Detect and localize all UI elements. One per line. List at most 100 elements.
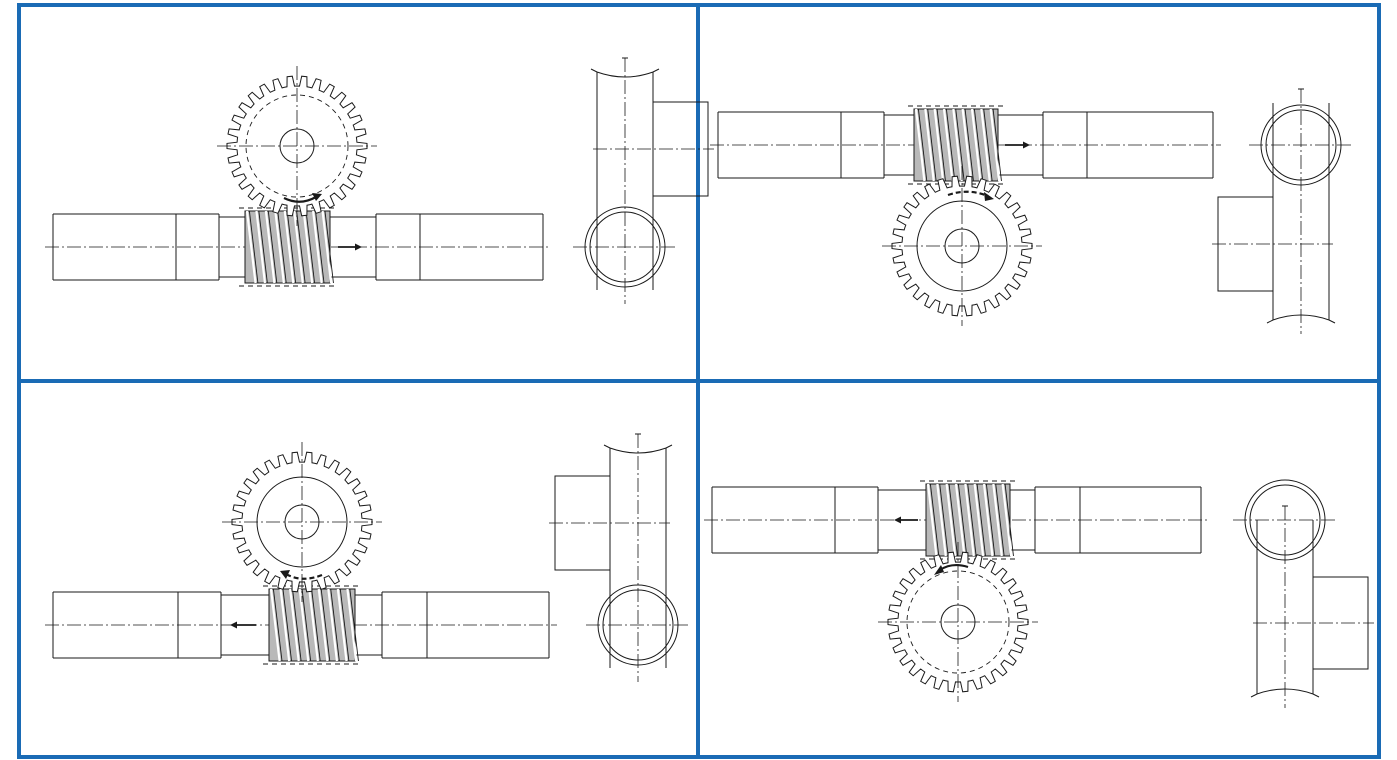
side-view-shaft-end-curve <box>1272 314 1330 321</box>
worm-thread-highlight <box>936 483 947 557</box>
worm-wheel-rotation-arrow <box>947 190 989 198</box>
worm-thread-highlight <box>970 108 982 182</box>
worm-thread-line <box>282 588 293 662</box>
worm-thread-line <box>985 483 996 557</box>
worm-thread-highlight <box>279 588 291 662</box>
panel-bottom-left <box>45 433 690 682</box>
worm-travel-arrow-head <box>230 621 237 629</box>
worm-thread-highlight <box>964 483 975 557</box>
side-view-break-mark <box>1250 693 1258 698</box>
worm-thread-highlight <box>942 108 954 182</box>
worm-thread-line <box>1004 483 1014 557</box>
worm-thread-body <box>913 108 999 182</box>
worm-thread-highlight <box>264 210 276 284</box>
worm-thread-highlight <box>336 588 348 662</box>
worm-thread-line <box>330 588 340 662</box>
panel-top-right <box>710 88 1353 334</box>
worm-thread-highlight <box>1001 483 1013 557</box>
worm-thread-highlight <box>321 210 333 284</box>
side-view-break-mark <box>1328 319 1336 324</box>
worm-thread-line <box>311 588 321 662</box>
worm-thread-highlight <box>269 588 281 662</box>
worm-thread-highlight <box>982 483 994 557</box>
worm-thread-line <box>349 588 359 662</box>
worm-thread-highlight <box>992 483 1003 557</box>
worm-thread-line <box>292 588 302 662</box>
worm-thread-highlight <box>346 588 358 662</box>
worm-thread-line <box>267 210 278 284</box>
worm-thread-highlight <box>283 210 295 284</box>
side-view-shaft-end-curve <box>1256 688 1314 695</box>
panel-top-left <box>45 57 714 304</box>
worm-thread-highlight <box>317 588 329 662</box>
worm-thread-line <box>296 210 306 284</box>
side-view-shaft-end-curve <box>596 71 654 78</box>
worm-thread-highlight <box>255 210 267 284</box>
worm-thread-line <box>939 483 949 557</box>
worm-thread-highlight <box>924 108 935 182</box>
worm-wheel-rotation-arrow-head <box>984 192 994 201</box>
worm-wheel-rotation-arrow <box>285 573 323 580</box>
worm-thread-line <box>324 210 334 284</box>
worm-thread-highlight <box>989 108 1001 182</box>
worm-thread-highlight <box>954 483 966 557</box>
panel-bottom-right <box>704 479 1374 708</box>
worm-thread-line <box>995 483 1005 557</box>
worm-thread-line <box>339 588 350 662</box>
worm-thread-line <box>258 210 268 284</box>
side-view-break-mark <box>652 68 660 73</box>
worm-thread-highlight <box>914 108 926 182</box>
worm-thread-highlight <box>980 108 991 182</box>
side-view-break-mark <box>603 444 611 449</box>
side-view-break-mark <box>1266 319 1274 324</box>
worm-thread-line <box>917 108 928 182</box>
worm-thread-line <box>277 210 287 284</box>
worm-wheel-pitch-circle <box>245 94 349 198</box>
worm-thread-highlight <box>952 108 963 182</box>
worm-thread-body <box>244 210 331 284</box>
worm-thread-highlight <box>298 588 310 662</box>
worm-wheel-rotation-arrow-head <box>280 570 290 579</box>
worm-thread-line <box>945 108 956 182</box>
worm-thread-highlight <box>274 210 285 284</box>
worm-thread-line <box>967 483 977 557</box>
worm-thread-line <box>992 108 1002 182</box>
worm-thread-highlight <box>308 588 319 662</box>
worm-travel-arrow-head <box>355 243 362 251</box>
worm-thread-body <box>925 483 1011 557</box>
worm-thread-line <box>964 108 974 182</box>
worm-thread-highlight <box>926 483 938 557</box>
worm-thread-highlight <box>933 108 945 182</box>
worm-thread-line <box>929 483 940 557</box>
side-view-break-mark <box>590 68 598 73</box>
worm-travel-arrow-head <box>1023 141 1030 149</box>
worm-thread-line <box>286 210 297 284</box>
worm-thread-line <box>973 108 984 182</box>
worm-thread-line <box>320 588 331 662</box>
worm-wheel-rotation-arrow-head <box>934 565 944 575</box>
worm-thread-highlight <box>293 210 304 284</box>
worm-thread-line <box>305 210 316 284</box>
worm-thread-line <box>983 108 993 182</box>
worm-thread-line <box>948 483 958 557</box>
worm-thread-line <box>272 588 283 662</box>
worm-thread-line <box>248 210 259 284</box>
worm-thread-line <box>955 108 965 182</box>
worm-thread-highlight <box>289 588 300 662</box>
worm-thread-line <box>936 108 946 182</box>
side-view-break-mark <box>1312 693 1320 698</box>
side-view-break-mark <box>665 444 673 449</box>
worm-thread-line <box>957 483 968 557</box>
worm-thread-highlight <box>961 108 973 182</box>
worm-thread-line <box>976 483 986 557</box>
worm-thread-highlight <box>302 210 314 284</box>
worm-thread-line <box>315 210 325 284</box>
worm-thread-line <box>301 588 312 662</box>
worm-thread-highlight <box>245 210 257 284</box>
worm-wheel-rotation-arrow-head <box>312 193 322 201</box>
worm-wheel-pitch-circle <box>906 570 1010 674</box>
worm-wheel-rotation-arrow <box>283 196 317 203</box>
worm-thread-line <box>927 108 937 182</box>
